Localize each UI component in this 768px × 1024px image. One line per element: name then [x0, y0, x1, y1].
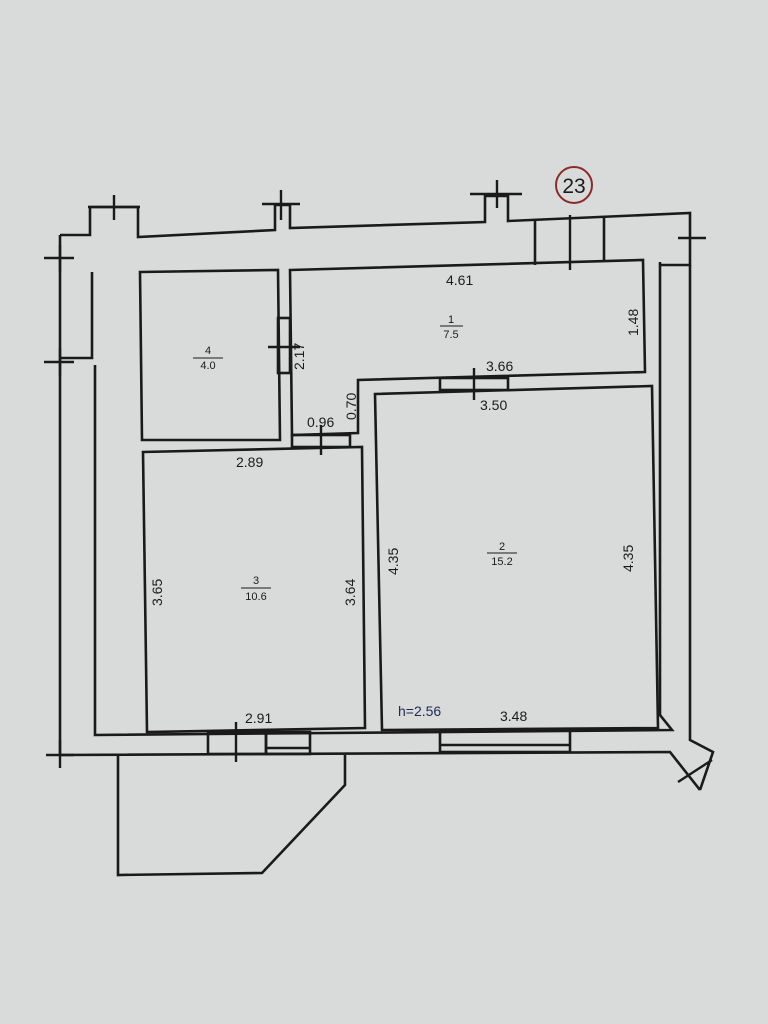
room-label-4: 4 4.0: [193, 345, 223, 372]
dim-room2-bottom: 3.48: [500, 708, 527, 724]
dim-room1-bottom: 3.66: [486, 358, 513, 374]
dim-room2-right: 4.35: [620, 545, 636, 572]
room-area: 10.6: [245, 591, 266, 603]
dim-room3-left: 3.65: [149, 579, 165, 606]
room-area: 4.0: [200, 360, 215, 372]
room-3-outline: [141, 445, 367, 734]
unit-number: 23: [562, 175, 585, 198]
room-4-outline: [138, 268, 282, 442]
room-area: 15.2: [491, 556, 512, 568]
axis-markers: [44, 180, 713, 784]
windows: [206, 722, 572, 762]
dim-room2-top: 3.50: [480, 397, 507, 413]
room-number: 2: [499, 541, 505, 553]
dim-room1-right: 1.48: [625, 309, 641, 336]
dim-corridor-width: 0.96: [307, 414, 334, 430]
room-label-3: 3 10.6: [241, 575, 271, 603]
dim-room1-top: 4.61: [446, 272, 473, 288]
room-number: 4: [205, 345, 211, 357]
room-number: 1: [448, 314, 454, 326]
exterior-walls: [58, 194, 715, 791]
doors: [268, 316, 510, 455]
balcony-outline: [116, 755, 347, 877]
dimensions: 4.61 1.48 3.66 2.17 0.70 0.96 3.50 4.35 …: [149, 272, 641, 726]
dim-room3-top: 2.89: [236, 454, 263, 470]
dim-corridor-step: 0.70: [343, 393, 359, 420]
dim-room1-left: 2.17: [291, 343, 307, 370]
unit-number-badge: [555, 166, 593, 204]
room-area: 7.5: [443, 329, 458, 341]
ceiling-height: h=2.56: [398, 703, 441, 719]
room-label-2: 2 15.2: [487, 541, 517, 568]
dim-room3-bottom: 2.91: [245, 710, 272, 726]
dim-room2-left: 4.35: [385, 548, 401, 575]
room-2-outline: [373, 384, 660, 732]
room-number: 3: [253, 575, 259, 587]
room-label-1: 1 7.5: [440, 314, 463, 341]
dim-room3-right: 3.64: [342, 579, 358, 606]
